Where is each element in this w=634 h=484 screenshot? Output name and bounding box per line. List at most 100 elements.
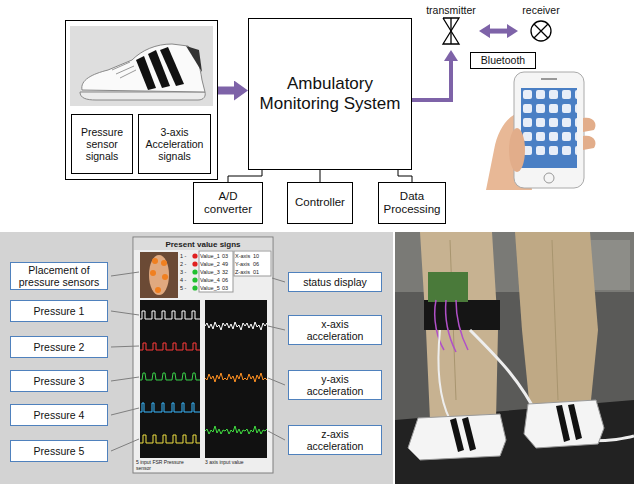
node-text: x-axis acceleration [292, 318, 378, 342]
acceleration-trace [205, 370, 267, 386]
callout-box: z-axis acceleration [288, 425, 382, 455]
screen-text: Value_4 [200, 277, 222, 283]
node-text: A/D converter [197, 190, 259, 216]
screen-text: 1 - [180, 253, 193, 259]
shoe-laces [112, 62, 136, 78]
node-text: Pressure 3 [34, 375, 85, 387]
shoe-stripe [568, 404, 582, 440]
node-text: Pressure 4 [34, 409, 85, 421]
phone-screen [521, 88, 577, 168]
callout-box: x-axis acceleration [288, 315, 382, 345]
node-text: Pressure 2 [34, 341, 85, 353]
fingers [583, 118, 596, 150]
trouser-leg [515, 232, 598, 410]
signal-box: Pressure sensor signals [71, 114, 133, 174]
shoe-photo [70, 26, 213, 106]
node-text: receiver [522, 4, 559, 16]
transmitter-node: transmitter [423, 4, 479, 50]
phone-earpiece [541, 78, 557, 80]
screen-text: 2 - [180, 261, 193, 267]
treadmill-photo [395, 232, 634, 484]
pressure-trace [140, 307, 200, 323]
pressure-trace [140, 431, 200, 447]
shoe-stripe [556, 405, 570, 442]
sensor-spot [161, 260, 167, 266]
leader-line [111, 377, 139, 381]
node-text: Pressure sensor signals [74, 126, 130, 162]
value-table [199, 251, 233, 292]
receiver-symbol [529, 16, 553, 46]
screen-text: Value_3 [200, 269, 222, 275]
acceleration-trace [205, 318, 267, 334]
shoe-upper [82, 44, 205, 92]
screen-text: Y-axis [235, 261, 253, 267]
screen-text: Value_5 [200, 285, 222, 291]
axis-table [234, 251, 271, 276]
status-dot [192, 269, 197, 274]
receiver-cross [534, 24, 548, 38]
node-text: Pressure 5 [34, 445, 85, 457]
shoe-stripe [450, 418, 464, 452]
screen-text: 06 [222, 277, 233, 283]
foot-photo [140, 252, 178, 298]
app-icons [521, 88, 577, 158]
screen-shot [133, 237, 273, 473]
screen-text: 06 [253, 261, 269, 267]
callout-box: y-axis acceleration [288, 370, 382, 400]
transmitter-symbol [439, 16, 463, 46]
screen-title-bar [134, 238, 272, 250]
shoe-heel [186, 46, 202, 72]
hourglass-shape [443, 18, 459, 44]
node-text: Controller [295, 196, 345, 209]
pressure-graphs [140, 300, 200, 458]
node-text: Pressure 1 [34, 305, 85, 317]
process-box: Ambulatory Monitoring System [248, 18, 412, 170]
screen-text: Value_1 [200, 253, 222, 259]
screen-text: Value_2 [200, 261, 222, 267]
node-text: Bluetooth [481, 54, 525, 66]
leader-line [111, 272, 139, 276]
antenna-stem [450, 18, 451, 44]
photo-ground [395, 232, 634, 484]
sensor-spot [162, 274, 168, 280]
panel-ground [0, 232, 393, 484]
connector [412, 61, 451, 100]
thumb [509, 128, 525, 172]
leader-line [272, 278, 285, 282]
node-text: Ambulatory Monitoring System [253, 74, 407, 113]
phone-photo [486, 72, 596, 190]
connector [218, 87, 234, 95]
screen-text: Present value signs [134, 241, 272, 250]
screen-text: 03 [222, 285, 233, 291]
module-box: Data Processing [378, 182, 446, 224]
circuit-board [428, 272, 468, 302]
link-box: Bluetooth [470, 52, 536, 69]
cable [438, 330, 450, 420]
callout-box: status display [288, 272, 382, 292]
pressure-trace [140, 338, 200, 354]
pressure-trace [140, 400, 200, 416]
status-dot [192, 277, 197, 282]
callout-box: Placement of pressure sensors [10, 262, 108, 290]
leader-line [268, 378, 285, 385]
foot [149, 255, 169, 295]
node-text: Placement of pressure sensors [14, 264, 104, 288]
callout-box: Pressure 3 [10, 370, 108, 392]
home-button [544, 173, 554, 183]
node-text: transmitter [426, 4, 476, 16]
screen-text: 4 - [180, 277, 193, 283]
shoe-sole [80, 92, 205, 100]
node-text: 3-axis Acceleration signals [141, 126, 208, 162]
leader-line [268, 326, 285, 330]
callout-box: Pressure 1 [10, 300, 108, 322]
screen-text: 49 [222, 261, 233, 267]
acceleration-graphs [205, 300, 267, 458]
screen-text: 5 - [180, 285, 193, 291]
shoe-stripe [160, 47, 184, 86]
sensor-spot [152, 258, 158, 264]
screen-text: 5 input FSR Pressure sensor [136, 460, 200, 471]
photo-ground [70, 26, 213, 106]
node-text: status display [303, 276, 367, 288]
signal-box: 3-axis Acceleration signals [138, 114, 211, 174]
sensor-spot [150, 270, 156, 276]
